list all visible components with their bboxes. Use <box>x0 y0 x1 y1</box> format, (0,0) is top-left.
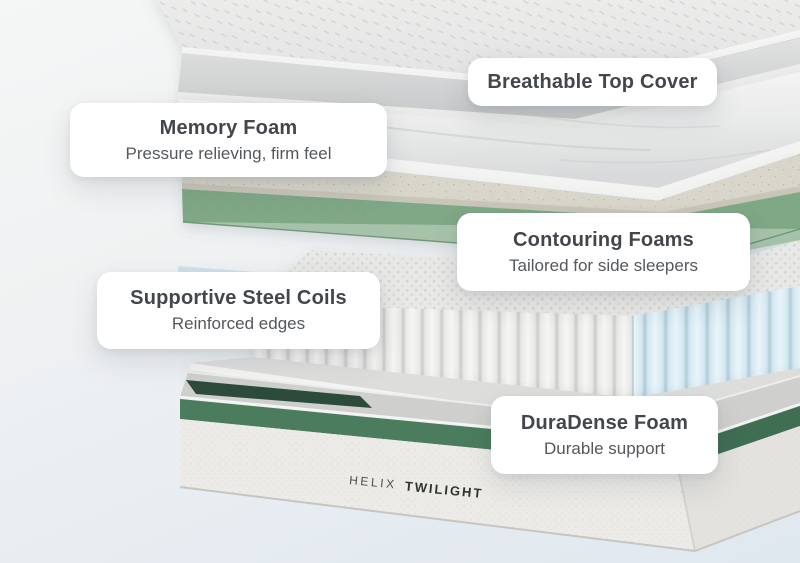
callout-memory-foam: Memory Foam Pressure relieving, firm fee… <box>70 103 387 177</box>
callout-subtitle: Tailored for side sleepers <box>509 255 698 275</box>
callout-title: Contouring Foams <box>513 228 694 251</box>
coils-side-blue <box>633 286 800 398</box>
callout-title: DuraDense Foam <box>520 411 689 434</box>
brand-mark: HELIX TWILIGHT <box>349 473 485 501</box>
callout-supportive-steel-coils: Supportive Steel Coils Reinforced edges <box>97 272 380 349</box>
callout-subtitle: Pressure relieving, firm feel <box>125 143 332 163</box>
callout-subtitle: Durable support <box>544 438 665 458</box>
callout-title: Breathable Top Cover <box>487 70 698 93</box>
layer-greige-foam <box>180 149 800 218</box>
callout-contouring-foams: Contouring Foams Tailored for side sleep… <box>457 213 750 291</box>
callout-title: Memory Foam <box>159 116 298 139</box>
callout-subtitle: Reinforced edges <box>171 314 306 334</box>
callout-breathable-top-cover: Breathable Top Cover <box>468 58 717 106</box>
callout-title: Supportive Steel Coils <box>130 287 347 310</box>
brand-helix-text: HELIX <box>349 473 398 492</box>
callout-duradense-foam: DuraDense Foam Durable support <box>491 396 718 474</box>
base-interior-dark-green <box>186 380 372 408</box>
